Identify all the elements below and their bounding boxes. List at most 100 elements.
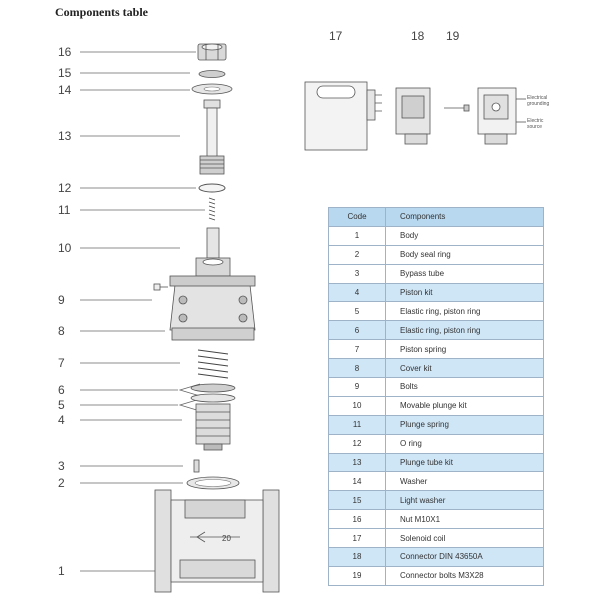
callout-19: 19 [446,29,460,43]
row-code: 10 [328,395,386,416]
row-code: 1 [328,225,386,246]
callout-2: 2 [58,476,65,490]
part-14-washer [191,83,233,95]
row-component: Body [385,225,544,246]
connector-inset [477,87,526,145]
callout-5: 5 [58,398,65,412]
callout-11: 11 [58,203,71,217]
part-18-connector [395,87,431,145]
row-component: Movable plunge kit [385,395,544,416]
callout-13: 13 [58,129,72,143]
callout-12: 12 [58,181,72,195]
row-code: 4 [328,282,386,303]
row-code: 14 [328,471,386,492]
row-component: Bypass tube [385,263,544,284]
part-9-bolt [153,283,168,291]
callout-14: 14 [58,83,72,97]
callout-18: 18 [411,29,425,43]
row-code: 6 [328,320,386,341]
row-component: Piston kit [385,282,544,303]
table-header-row: Code Components [328,207,544,227]
row-component: Elastic ring, piston ring [385,301,544,322]
row-code: 18 [328,547,386,567]
row-component: Nut M10X1 [385,509,544,530]
part-1-body [154,489,280,593]
page-title: Components table [55,5,149,19]
part-4-piston-kit [190,383,236,451]
row-code: 16 [328,509,386,530]
callout-15: 15 [58,66,72,80]
callout-4: 4 [58,413,65,427]
row-component: Bolts [385,377,544,397]
row-component: Light washer [385,490,544,511]
part-7-piston-spring [197,349,229,379]
row-component: Elastic ring, piston ring [385,320,544,341]
callout-16: 16 [58,45,72,59]
inset-label-source: Electric source [527,118,544,130]
callout-17: 17 [329,29,343,43]
row-code: 8 [328,358,386,379]
row-code: 2 [328,244,386,265]
leader-lines [80,51,205,572]
row-component: Connector bolts M3X28 [385,565,544,586]
row-component: Plunge spring [385,414,544,435]
part-8-cover [169,257,256,341]
row-component: Body seal ring [385,244,544,265]
callout-7: 7 [58,356,65,370]
row-code: 7 [328,339,386,360]
part-12-o-ring [198,183,226,193]
part-13-plunge-tube [199,99,225,175]
inset-label-grounding: Electrical grounding [527,95,550,107]
part-17-solenoid-coil [304,81,382,151]
row-code: 5 [328,301,386,322]
part-3-bypass-tube [193,459,200,473]
part-2-body-seal-ring [186,476,240,490]
row-code: 15 [328,490,386,511]
part-16-nut [197,43,227,61]
part-19-connector-bolt [444,104,470,112]
row-component: Washer [385,471,544,492]
row-component: Connector DIN 43650A [385,547,544,567]
row-component: Solenoid coil [385,528,544,549]
header-components: Components [385,207,544,227]
row-component: Cover kit [385,358,544,379]
part-15-light-washer [198,70,226,78]
row-code: 13 [328,452,386,473]
callout-9: 9 [58,293,65,307]
callout-10: 10 [58,241,72,255]
row-code: 17 [328,528,386,549]
row-component: Piston spring [385,339,544,360]
row-code: 3 [328,263,386,284]
callout-6: 6 [58,383,65,397]
part-10-movable-plunge [206,227,220,259]
row-component: Plunge tube kit [385,452,544,473]
callout-8: 8 [58,324,65,338]
flow-mark: 20 [222,534,231,543]
row-code: 9 [328,377,386,397]
header-code: Code [328,207,386,227]
part-11-plunge-spring [208,197,216,221]
callout-1: 1 [58,564,65,578]
callout-3: 3 [58,459,65,473]
